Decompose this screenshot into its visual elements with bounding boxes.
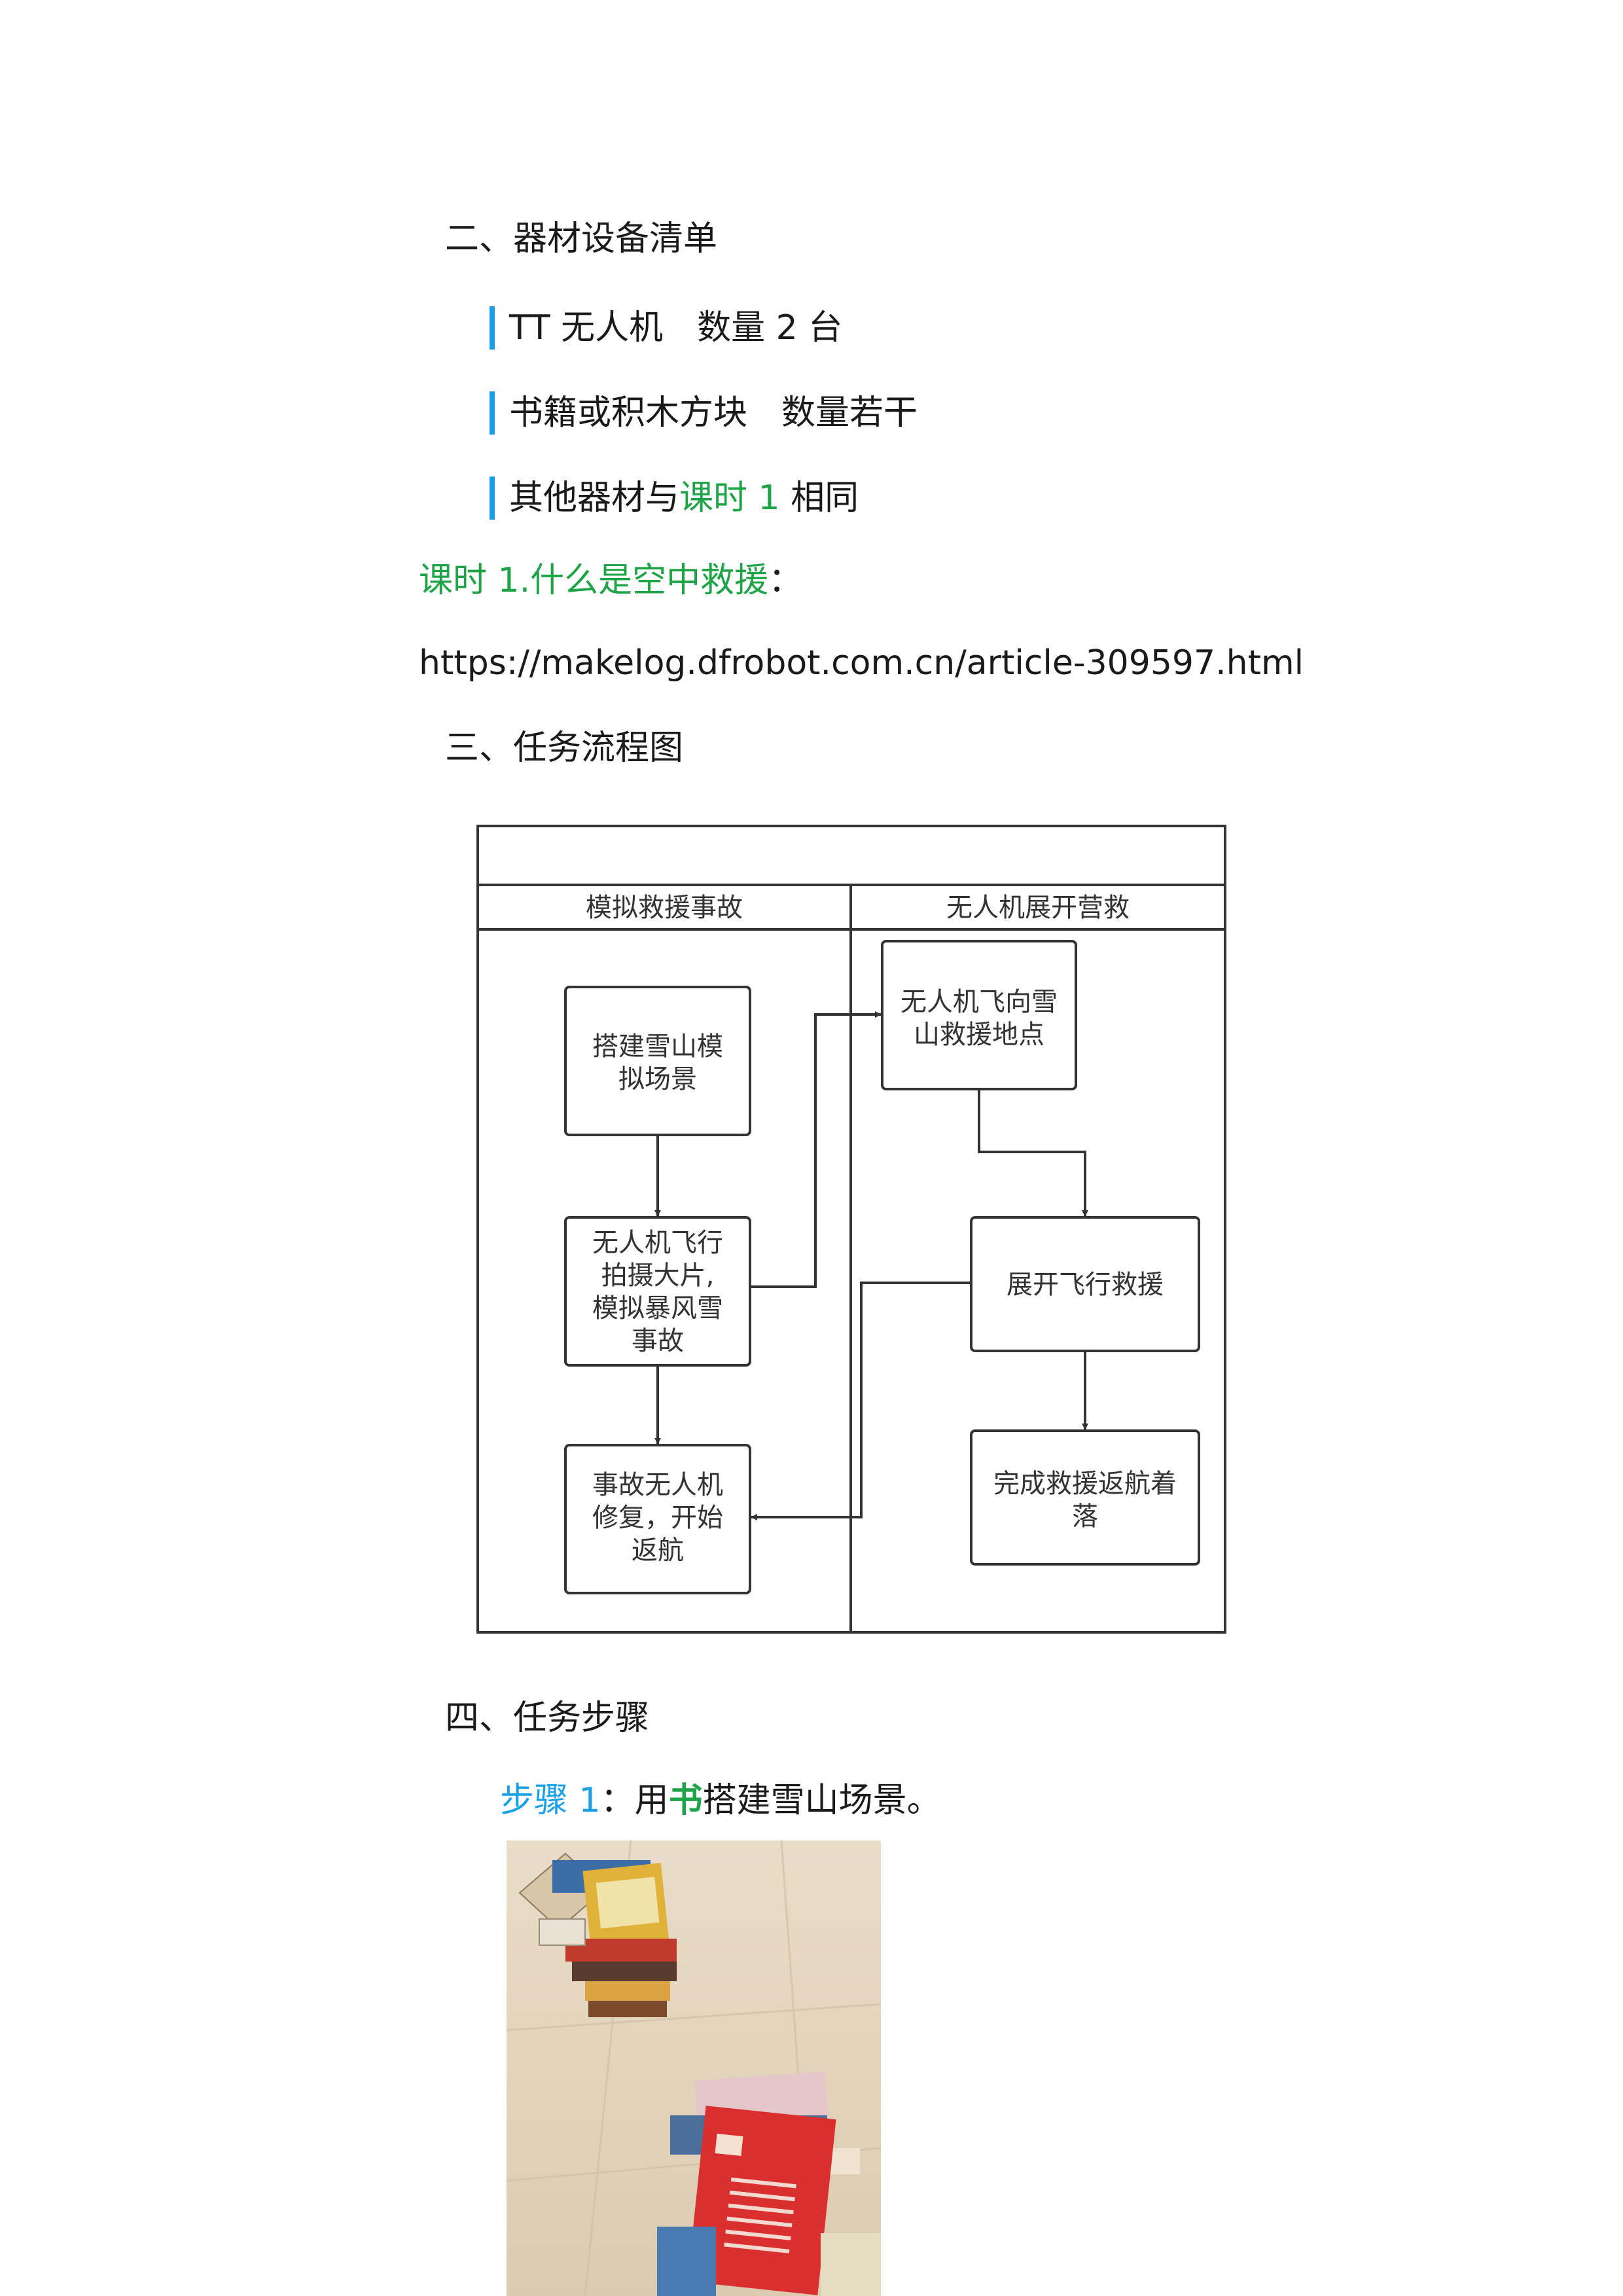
list-accent-bar	[490, 391, 495, 435]
box-text: 无人机飞向雪	[901, 987, 1058, 1017]
equipment-item-other: 其他器材与课时 1 相同	[509, 475, 859, 521]
box-text: 事故	[632, 1326, 684, 1356]
box-text: 模拟暴风雪	[592, 1293, 723, 1323]
lesson-reference: 课时 1.什么是空中救援：	[419, 558, 802, 603]
list-accent-bar	[490, 306, 495, 350]
lane-title-rescue: 无人机展开营救	[946, 893, 1130, 923]
arrow-fly-to-rescue	[978, 1089, 1088, 1217]
arrow-film-to-fly	[750, 1011, 882, 1288]
box-text: 返航	[632, 1535, 684, 1566]
step-1-highlight: 书	[668, 1781, 703, 1820]
step-1-rest: 搭建雪山场景。	[702, 1781, 941, 1820]
section-heading-equipment: 二、器材设备清单	[445, 219, 718, 259]
box-text: 事故无人机	[592, 1470, 723, 1500]
box-text: 无人机飞行	[592, 1228, 723, 1258]
box-text: 拟场景	[618, 1064, 697, 1094]
lesson-reference-colon: ：	[768, 561, 803, 600]
box-text: 展开飞行救援	[1007, 1270, 1164, 1300]
box-text: 拍摄大片,	[601, 1261, 715, 1291]
task-flowchart: 模拟救援事故 无人机展开营救 搭建雪山模 拟场景 无人机飞行 拍摄大片, 模拟暴…	[476, 825, 1226, 1634]
lesson-reference-link[interactable]: 课时 1.什么是空中救援	[419, 561, 769, 600]
article-url[interactable]: https://makelog.dfrobot.com.cn/article-3…	[419, 643, 1304, 683]
box-text: 搭建雪山模	[592, 1031, 723, 1062]
list-accent-bar	[490, 476, 495, 520]
box-text: 修复，开始	[592, 1503, 723, 1533]
section-heading-flow: 三、任务流程图	[445, 728, 684, 768]
lesson1-link[interactable]: 课时 1	[679, 478, 780, 518]
equipment-item-drone: TT 无人机 数量 2 台	[509, 308, 843, 348]
step-1-colon: ：用	[600, 1781, 669, 1820]
equipment-other-prefix: 其他器材与	[509, 478, 680, 518]
equipment-item-books: 书籍或积木方块 数量若干	[509, 393, 918, 433]
books-scene-photo	[507, 1840, 881, 2296]
box-complete-landing	[970, 1429, 1200, 1566]
box-text: 落	[1072, 1501, 1098, 1532]
section-heading-steps: 四、任务步骤	[445, 1698, 650, 1738]
equipment-other-suffix: 相同	[779, 478, 859, 518]
step-1-text: 步骤 1：用书搭建雪山场景。	[500, 1778, 941, 1823]
box-text: 完成救援返航着	[993, 1469, 1177, 1499]
arrow-rescue-to-repair	[751, 1282, 971, 1520]
box-text: 山救援地点	[914, 1020, 1044, 1050]
lane-title-simulate: 模拟救援事故	[586, 893, 743, 923]
step-1-label: 步骤 1	[500, 1781, 601, 1820]
box-repair-return	[564, 1444, 751, 1594]
